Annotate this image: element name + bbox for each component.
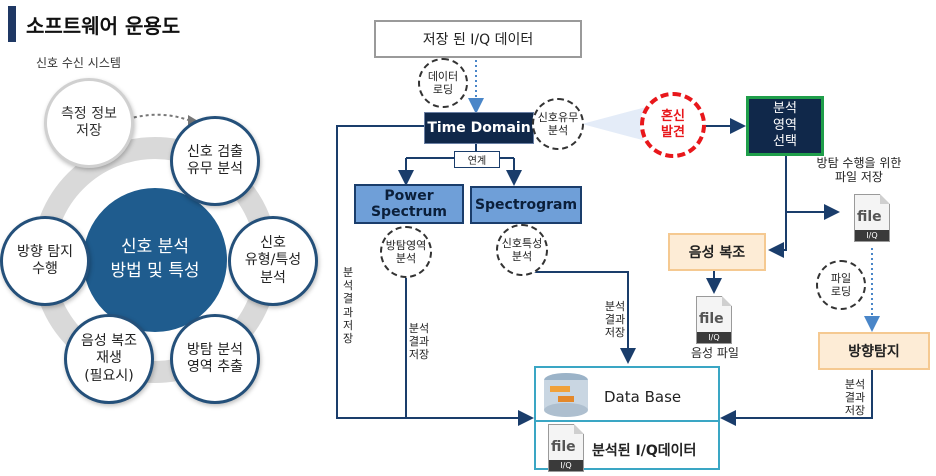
cycle-region-circle: 방탐 분석 영역 추출 xyxy=(170,314,260,404)
spectrogram-box: Spectrogram xyxy=(470,186,582,224)
stored-iq-box: 저장 된 I/Q 데이터 xyxy=(374,20,582,58)
title-accent-bar xyxy=(8,6,16,42)
database-divider xyxy=(536,420,718,422)
signal-char-circle: 신호특성 분석 xyxy=(496,224,548,276)
database-label: Data Base xyxy=(604,388,682,406)
analyzed-iq-label: 분석된 I/Q데이터 xyxy=(592,443,697,459)
time-domain-box: Time Domain xyxy=(424,112,534,144)
cycle-detect-circle: 신호 검출 유무 분석 xyxy=(170,116,260,206)
result-store-label-1: 분석 결과 저장 xyxy=(342,266,354,345)
select-region-box: 분석 영역 선택 xyxy=(746,96,824,156)
result-store-label-3: 분석 결과 저장 xyxy=(604,300,626,340)
cycle-center-circle: 신호 분석 방법 및 특성 xyxy=(83,188,227,332)
cycle-type-circle: 신호 유형/특성 분석 xyxy=(228,216,318,306)
result-store-label-2: 분석 결과 저장 xyxy=(408,322,430,362)
audio-demod-box: 음성 복조 xyxy=(668,233,766,271)
df-file-save-label: 방탐 수행을 위한 파일 저장 xyxy=(816,156,902,185)
signal-presence-circle: 신호유무 분석 xyxy=(532,98,584,150)
file-loading-circle: 파일 로딩 xyxy=(816,260,866,310)
cycle-store-circle: 측정 정보 저장 xyxy=(44,78,134,168)
cycle-dir-circle: 방향 탐지 수행 xyxy=(0,216,90,306)
direction-finding-box: 방향탐지 xyxy=(818,332,930,370)
audio-file-icon: file I/Q xyxy=(696,296,732,344)
df-file-icon: file I/Q xyxy=(854,194,890,242)
audio-file-label: 음성 파일 xyxy=(691,346,739,360)
database-panel xyxy=(534,366,720,470)
cycle-audio-circle: 음성 복조 재생 (필요시) xyxy=(64,314,154,404)
analyzed-file-icon: file I/Q xyxy=(548,424,584,472)
result-store-label-4: 분석 결과 저장 xyxy=(844,378,866,418)
interference-circle: 혼신 발견 xyxy=(640,92,706,158)
link-label: 연계 xyxy=(454,151,500,168)
df-region-circle: 방탐영역 분석 xyxy=(380,226,432,278)
data-loading-circle: 데이터 로딩 xyxy=(418,58,468,108)
power-spectrum-box: Power Spectrum xyxy=(354,184,464,224)
page-title: 소프트웨어 운용도 xyxy=(26,14,181,38)
database-icon xyxy=(544,373,588,417)
cycle-subtitle: 신호 수신 시스템 xyxy=(36,56,121,70)
